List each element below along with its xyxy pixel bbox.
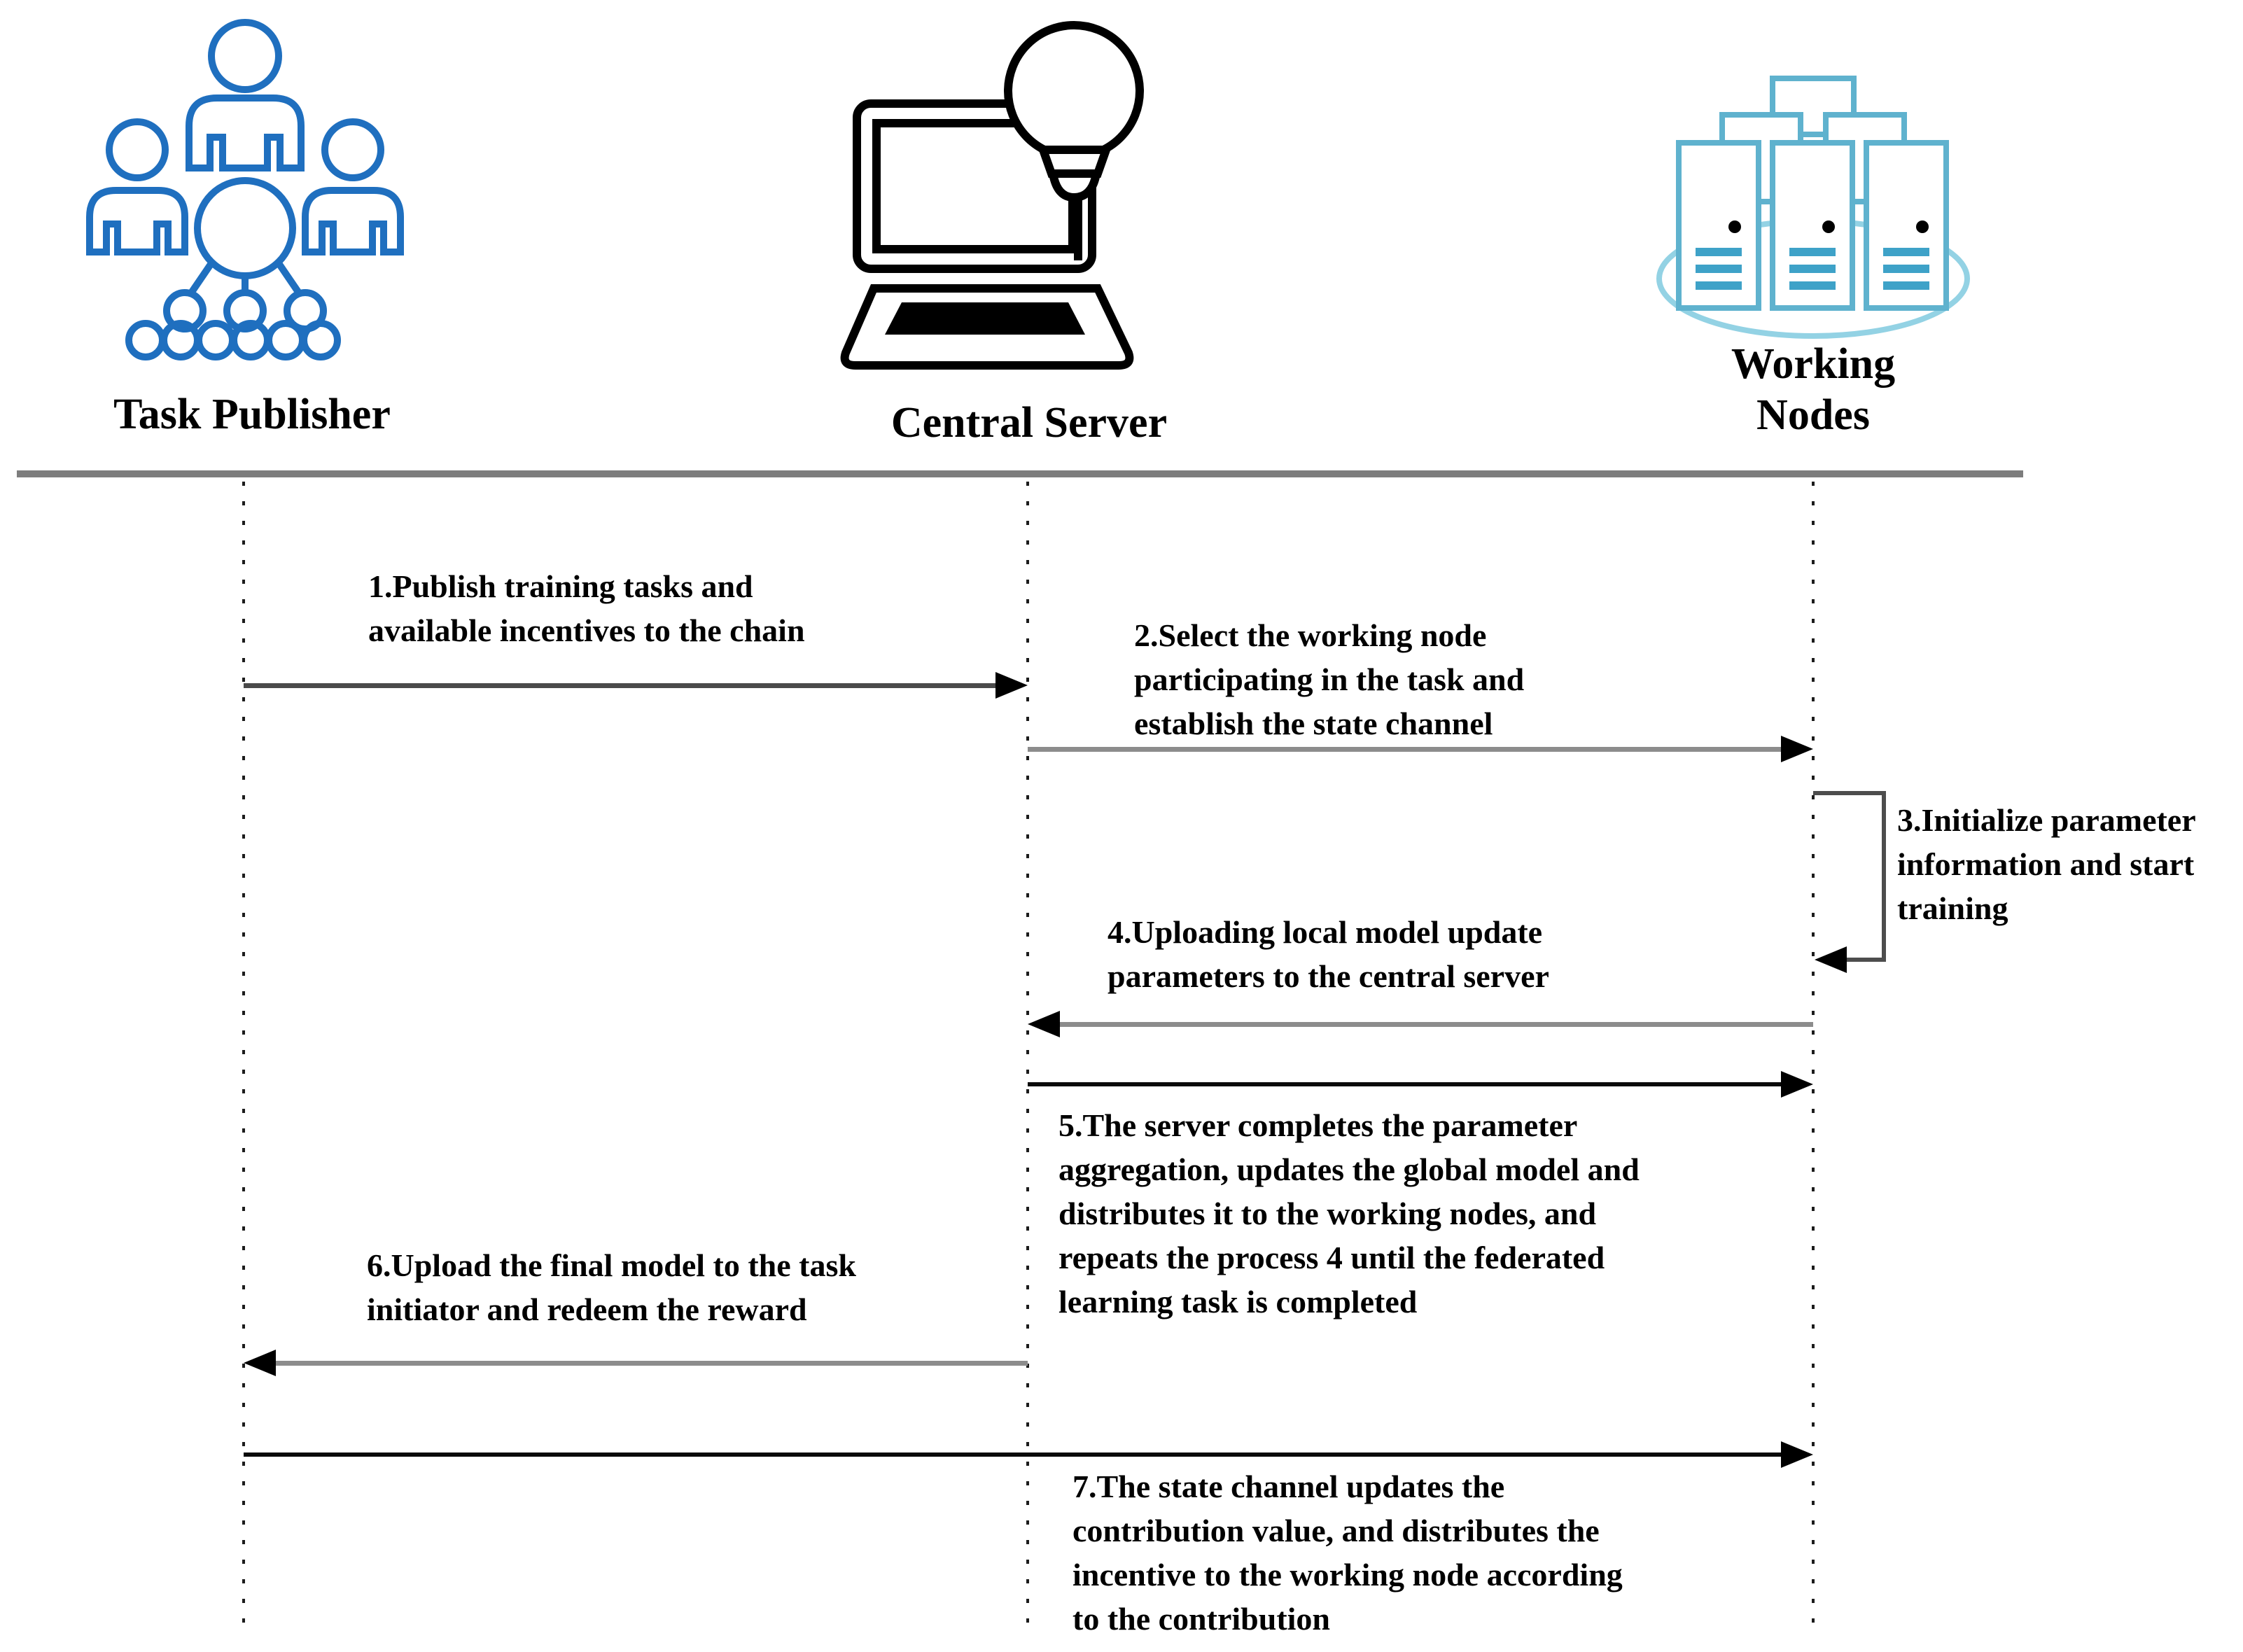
actor-label-working-nodes: Working Nodes xyxy=(1731,340,1896,440)
message-3-label: 3.Initialize parameter information and s… xyxy=(1897,802,2196,926)
lifeline-task-publisher xyxy=(242,482,245,1638)
message-5-label: 5.The server completes the parameter agg… xyxy=(1058,1107,1640,1320)
laptop-keyboard xyxy=(885,302,1085,335)
lifeline-working-nodes xyxy=(1812,482,1815,1638)
server-vents xyxy=(1696,248,1929,290)
arrow-msg2-select-node xyxy=(1028,736,1813,762)
org-chart-nodes xyxy=(125,177,341,360)
actor-label-task-publisher: Task Publisher xyxy=(113,391,391,438)
arrow-msg6-upload-final-model xyxy=(244,1350,1028,1376)
person-figure xyxy=(302,118,404,255)
arrow-msg4-upload-params xyxy=(1028,1011,1813,1037)
laptop-base xyxy=(840,284,1134,370)
arrow-msg5-distribute-model xyxy=(1028,1071,1813,1098)
message-1-label: 1.Publish training tasks and available i… xyxy=(368,568,805,648)
message-7-label: 7.The state channel updates the contribu… xyxy=(1072,1469,1623,1637)
server-cluster-icon xyxy=(1656,76,1970,339)
server-leds xyxy=(1728,220,1929,233)
message-6-label: 6.Upload the final model to the task ini… xyxy=(367,1247,856,1327)
person-figure xyxy=(186,19,305,172)
arrow-msg1-publish-tasks xyxy=(244,672,1028,699)
server-tower xyxy=(1770,140,1855,311)
person-figure xyxy=(86,118,188,255)
server-tower xyxy=(1864,140,1949,311)
lifeline-central-server xyxy=(1026,482,1029,1638)
message-2-label: 2.Select the working node participating … xyxy=(1134,617,1525,741)
people-group-icon xyxy=(86,19,404,360)
laptop-lightbulb-icon xyxy=(840,21,1144,370)
lightbulb xyxy=(1004,21,1144,202)
arrow-msg7-distribute-incentive xyxy=(244,1441,1813,1468)
actors-separator-line xyxy=(17,470,2023,477)
actor-label-central-server: Central Server xyxy=(890,399,1168,447)
server-tower xyxy=(1676,140,1761,311)
message-4-label: 4.Uploading local model update parameter… xyxy=(1107,914,1549,994)
